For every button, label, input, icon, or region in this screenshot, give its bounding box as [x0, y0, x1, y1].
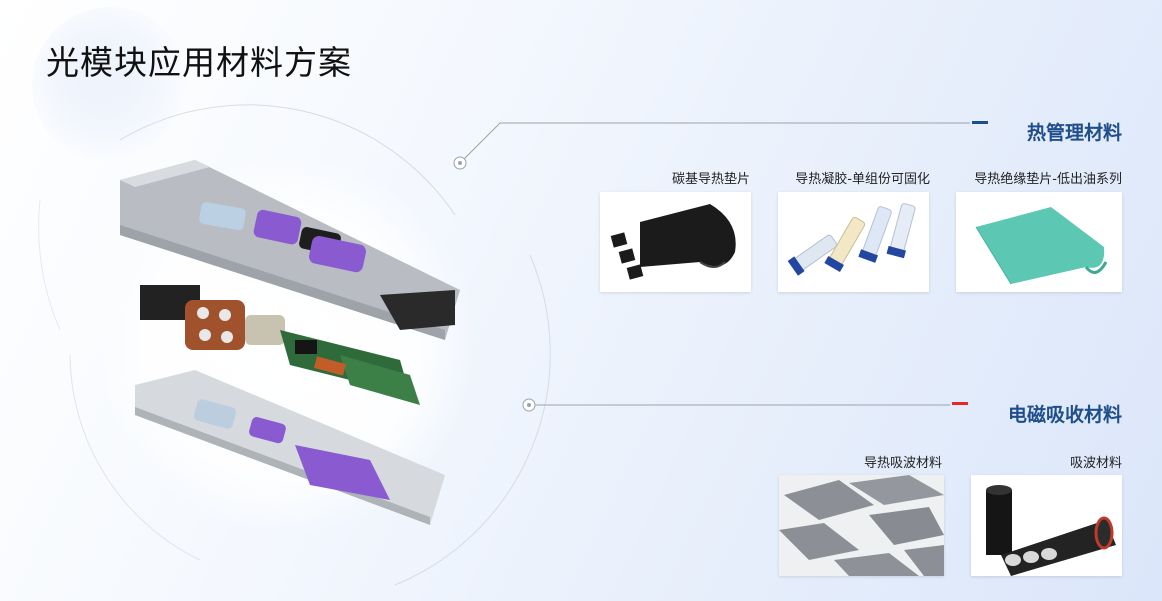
product-label-carbon-pad: 碳基导热垫片 [671, 172, 750, 187]
product-label-thermal-gel: 导热凝胶-单组份可固化 [795, 172, 930, 187]
thermal-section-accent [972, 121, 988, 124]
thermal-section-title: 热管理材料 [1026, 122, 1122, 144]
black-absorber-roll-image[interactable] [971, 475, 1122, 576]
product-label-insulating-pad: 导热绝缘垫片-低出油系列 [974, 172, 1122, 187]
emi-section-accent [952, 402, 968, 405]
grey-absorber-tiles-image[interactable] [779, 475, 944, 576]
page-title: 光模块应用材料方案 [46, 43, 352, 82]
optical-module-exploded-view [100, 155, 480, 540]
thermal-gel-syringes-image[interactable] [778, 192, 929, 292]
product-label-absorber: 吸波材料 [1069, 456, 1122, 471]
green-insulating-pad-image[interactable] [956, 192, 1122, 292]
carbon-thermal-pad-image[interactable] [600, 192, 751, 292]
product-label-thermal-absorber: 导热吸波材料 [863, 456, 942, 471]
emi-section-title: 电磁吸收材料 [1007, 404, 1122, 426]
